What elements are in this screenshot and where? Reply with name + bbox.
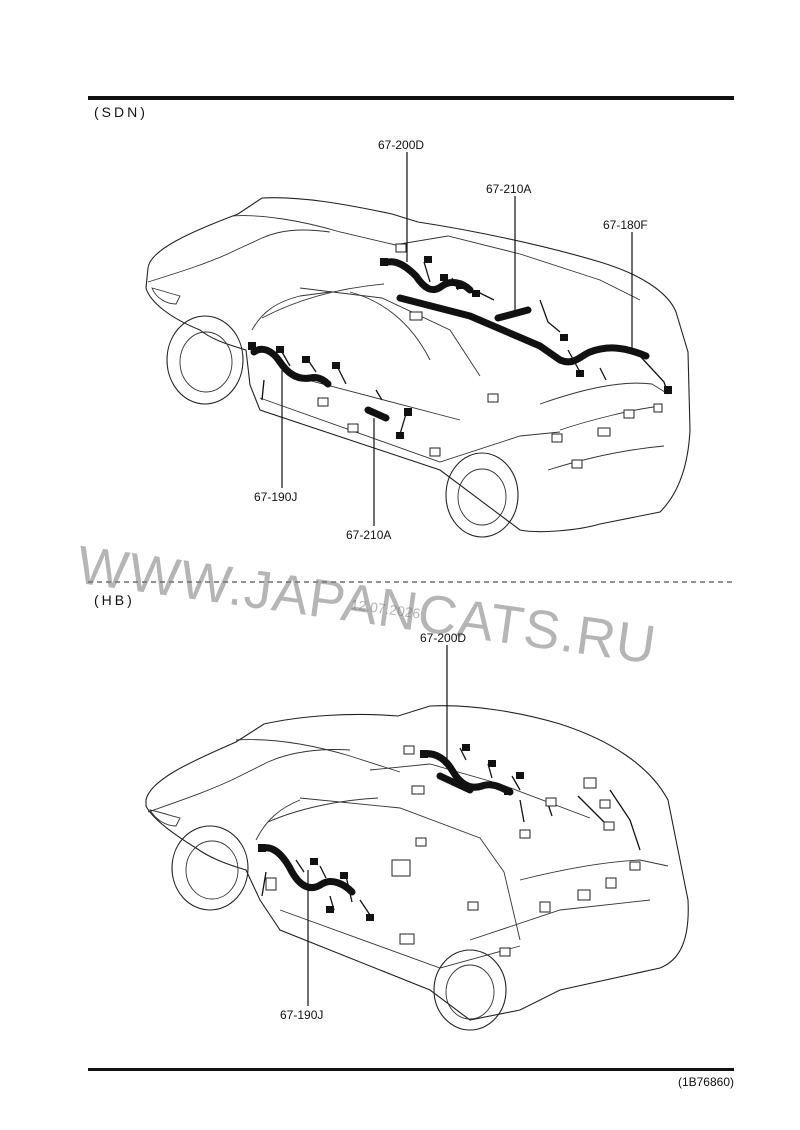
- hatchback-illustration: [145, 645, 689, 1031]
- sedan-illustration: [145, 152, 691, 538]
- callout-67-210a-sdn-top: 67-210A: [486, 182, 532, 196]
- callout-67-180f-sdn: 67-180F: [603, 218, 648, 232]
- bottom-rule: [88, 1068, 734, 1071]
- callout-67-190j-hb: 67-190J: [280, 1008, 324, 1022]
- document-code: (1B76860): [677, 1075, 734, 1089]
- callout-67-200d-hb: 67-200D: [420, 631, 467, 645]
- callout-67-210a-sdn-bottom: 67-210A: [346, 528, 392, 542]
- section-label-hb: (HB): [94, 592, 135, 608]
- section-label-sdn: (SDN): [94, 104, 148, 120]
- top-rule: [88, 96, 734, 100]
- callout-67-190j-sdn: 67-190J: [254, 490, 298, 504]
- callout-67-200d-sdn: 67-200D: [378, 138, 425, 152]
